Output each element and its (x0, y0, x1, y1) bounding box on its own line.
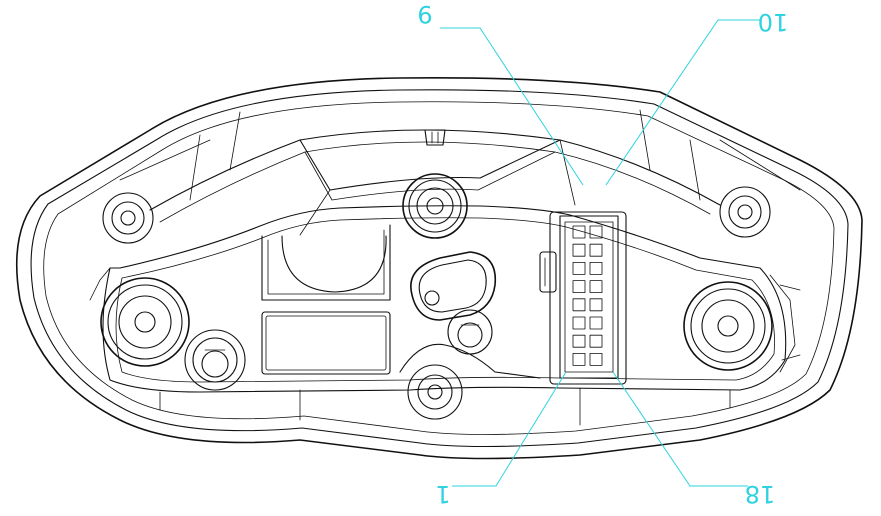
connector-pin (589, 334, 603, 348)
callout-labels: 9 10 1 18 (417, 0, 788, 508)
connector-pin (572, 261, 586, 275)
connector-pin (589, 316, 603, 330)
callout-9: 9 (417, 0, 432, 28)
connector-pin (572, 298, 586, 312)
leader-9 (440, 27, 584, 186)
callout-10: 10 (758, 8, 789, 36)
connector-pin (572, 243, 586, 257)
leader-1 (452, 371, 567, 487)
mounting-boss-top-left (102, 192, 154, 244)
connector-pin (572, 225, 586, 239)
leader-18 (612, 371, 748, 487)
connector-pin (572, 280, 586, 294)
connector-pin (572, 316, 586, 330)
connector-pin (589, 352, 603, 366)
inner-cavity (102, 205, 787, 426)
side-ribs (89, 267, 801, 373)
connector-pin (589, 243, 603, 257)
connector-pin (589, 280, 603, 294)
housing-outline (15, 76, 863, 460)
connector-pin-grid (572, 225, 603, 366)
connector-pin (589, 225, 603, 239)
mounting-boss-bottom-center (399, 343, 541, 420)
lcd-window (261, 311, 391, 375)
mounting-boss-top-right (719, 186, 771, 238)
connector-18-pin (539, 211, 627, 385)
callout-leaders (440, 19, 760, 487)
screw-pocket-left (184, 329, 246, 391)
callout-1: 1 (435, 480, 450, 508)
mounting-boss-right (683, 281, 773, 371)
mounting-boss-left (100, 277, 190, 367)
upper-bezel-panels (119, 109, 801, 236)
connector-pin (589, 298, 603, 312)
connector-pin (589, 261, 603, 275)
gauge-boss (261, 224, 391, 301)
screw-pocket-center (447, 309, 493, 355)
connector-pin (572, 334, 586, 348)
mounting-boss-top-center (402, 173, 468, 239)
leader-10 (605, 19, 760, 186)
connector-pin (572, 352, 586, 366)
callout-18: 18 (745, 480, 776, 508)
oval-slot-boss (410, 251, 497, 321)
